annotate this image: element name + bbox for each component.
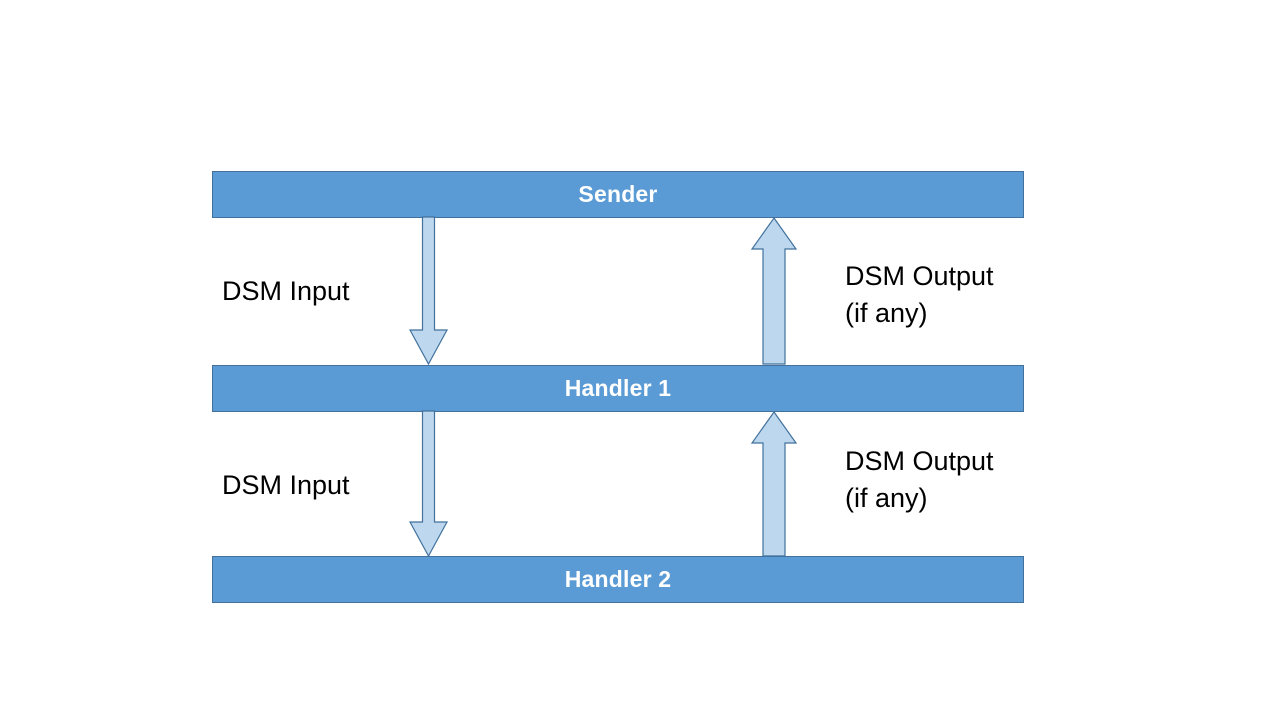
node-sender-label: Sender bbox=[578, 181, 658, 207]
label-dsm-output-handler-1-to-sender: DSM Output (if any) bbox=[845, 261, 994, 329]
arrow-down-sender-to-handler-1 bbox=[408, 216, 449, 366]
label-dsm-output-handler-2-to-handler-1: DSM Output (if any) bbox=[845, 446, 994, 514]
node-handler-2-label: Handler 2 bbox=[564, 566, 672, 592]
node-handler-2[interactable]: Handler 2 bbox=[212, 556, 1024, 603]
node-sender[interactable]: Sender bbox=[212, 171, 1024, 218]
label-dsm-input-sender-to-handler-1: DSM Input bbox=[222, 276, 350, 306]
node-handler-1[interactable]: Handler 1 bbox=[212, 365, 1024, 412]
arrow-down-handler-1-to-handler-2 bbox=[408, 410, 449, 558]
arrow-up-handler-1-to-sender bbox=[750, 216, 798, 365]
node-handler-1-label: Handler 1 bbox=[564, 375, 672, 401]
label-dsm-input-handler-1-to-handler-2: DSM Input bbox=[222, 470, 350, 500]
arrow-up-handler-2-to-handler-1 bbox=[750, 410, 798, 557]
